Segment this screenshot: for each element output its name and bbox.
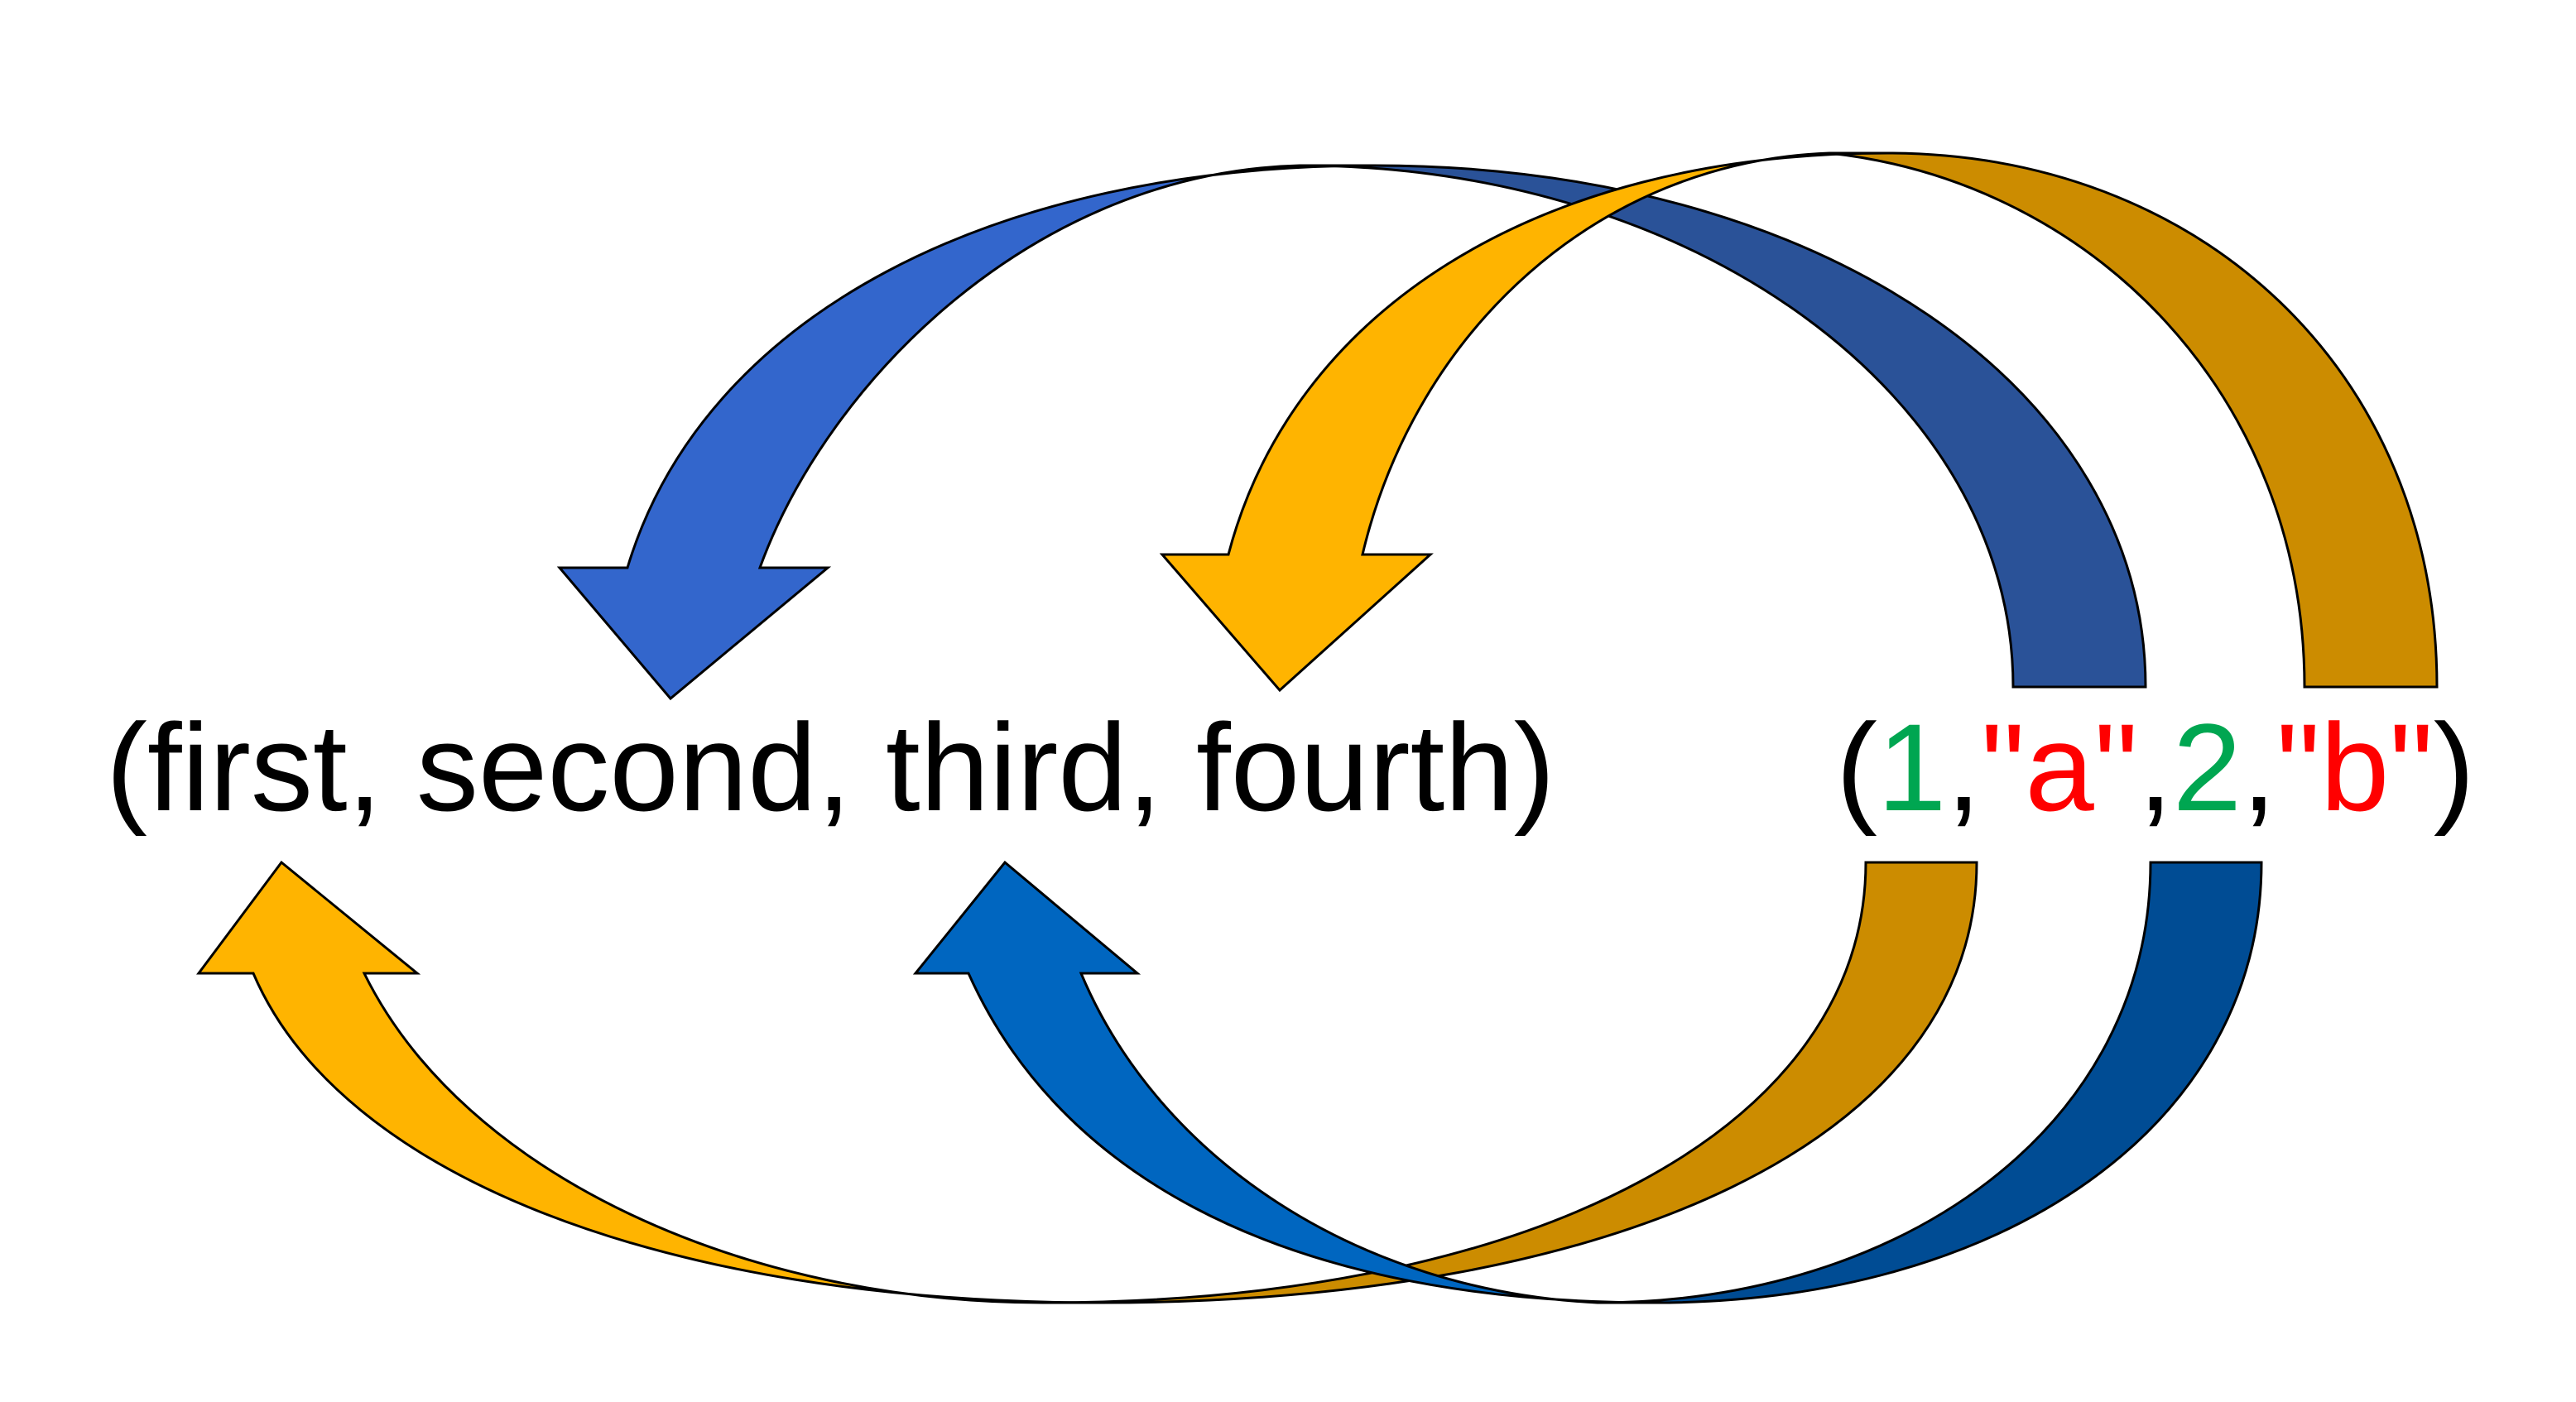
orange-bottom-arrow-left-half bbox=[196, 860, 1102, 1304]
curved-arrow-icon bbox=[912, 860, 2263, 1304]
names-tuple: (first, second, third, fourth) bbox=[106, 698, 1555, 837]
curved-arrow-icon bbox=[196, 860, 1978, 1304]
close-paren: ) bbox=[2433, 698, 2475, 837]
orange-top-arrow-right-half bbox=[1829, 151, 2439, 689]
orange-top-arrow-left-half bbox=[1159, 151, 1888, 693]
value-2-string: "a" bbox=[1981, 698, 2138, 837]
blue-bottom-arrow-right-half bbox=[1597, 861, 2263, 1304]
curved-arrow-icon bbox=[1159, 151, 2439, 693]
values-tuple: (1,"a",2,"b") bbox=[1836, 705, 2475, 829]
curved-arrow-icon bbox=[556, 164, 2147, 701]
comma-2: , bbox=[2138, 698, 2173, 837]
comma-1: , bbox=[1946, 698, 1982, 837]
blue-bottom-arrow-left-half bbox=[912, 860, 1656, 1304]
value-4-string: "b" bbox=[2276, 698, 2434, 837]
blue-top-arrow-right-half bbox=[1299, 164, 2147, 689]
value-3-number: 2 bbox=[2172, 698, 2242, 837]
comma-3: , bbox=[2242, 698, 2276, 837]
orange-bottom-arrow-right-half bbox=[1042, 861, 1978, 1304]
value-1-number: 1 bbox=[1877, 698, 1947, 837]
open-paren: ( bbox=[1836, 698, 1877, 837]
blue-top-arrow-left-half bbox=[556, 164, 1375, 701]
